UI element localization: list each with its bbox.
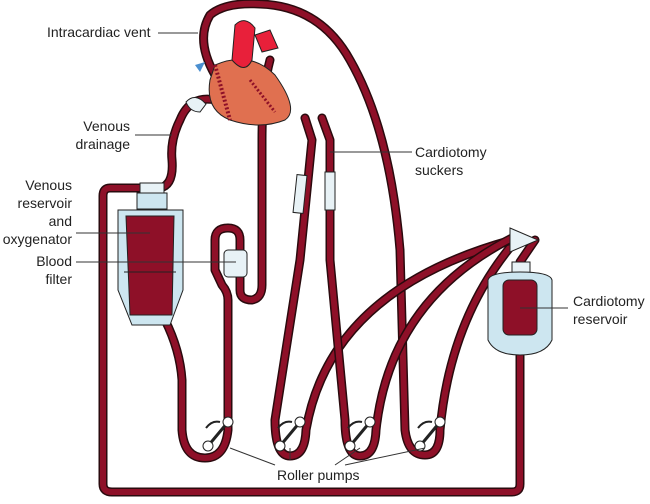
roller-pump-2 bbox=[274, 416, 306, 452]
venous-reservoir-oxygenator bbox=[117, 182, 184, 326]
roller-pumps bbox=[202, 416, 446, 452]
aorta bbox=[231, 20, 279, 68]
label-line: reservoir bbox=[17, 195, 72, 211]
leader-lines bbox=[76, 32, 568, 466]
label-cardiotomy-reservoir: Cardiotomy reservoir bbox=[573, 292, 645, 328]
label-roller-pumps: Roller pumps bbox=[277, 467, 360, 483]
heart bbox=[195, 20, 292, 126]
heart-muscle bbox=[208, 58, 292, 126]
label-line: drainage bbox=[75, 136, 131, 152]
label-line: Cardiotomy bbox=[573, 293, 645, 309]
blood-filter bbox=[223, 249, 248, 278]
sucker-handle-2 bbox=[324, 171, 336, 211]
roller-pump-1 bbox=[202, 416, 234, 452]
label-line: Cardiotomy bbox=[415, 144, 487, 160]
label-line: Blood bbox=[36, 253, 72, 269]
label-line: filter bbox=[45, 271, 72, 287]
sucker-handle-1 bbox=[292, 174, 308, 214]
label-line: suckers bbox=[415, 162, 464, 178]
label-line: Venous bbox=[25, 177, 72, 193]
label-blood-filter: Blood filter bbox=[36, 252, 72, 288]
label-cardiotomy-suckers: Cardiotomy suckers bbox=[415, 143, 487, 179]
roller-pump-3 bbox=[344, 416, 376, 452]
label-line: Venous bbox=[83, 118, 130, 134]
label-venous-drainage: Venous drainage bbox=[76, 117, 131, 153]
label-venous-reservoir: Venous reservoir and oxygenator bbox=[3, 176, 72, 248]
label-line: and bbox=[48, 213, 72, 229]
label-line: oxygenator bbox=[2, 231, 72, 247]
label-intracardiac-vent: Intracardiac vent bbox=[47, 24, 151, 40]
connector-arrow-icon bbox=[509, 227, 540, 253]
venous-connector bbox=[185, 97, 207, 113]
label-line: reservoir bbox=[573, 311, 628, 327]
roller-pump-4 bbox=[414, 416, 446, 452]
venous-drainage-tube bbox=[155, 94, 220, 193]
